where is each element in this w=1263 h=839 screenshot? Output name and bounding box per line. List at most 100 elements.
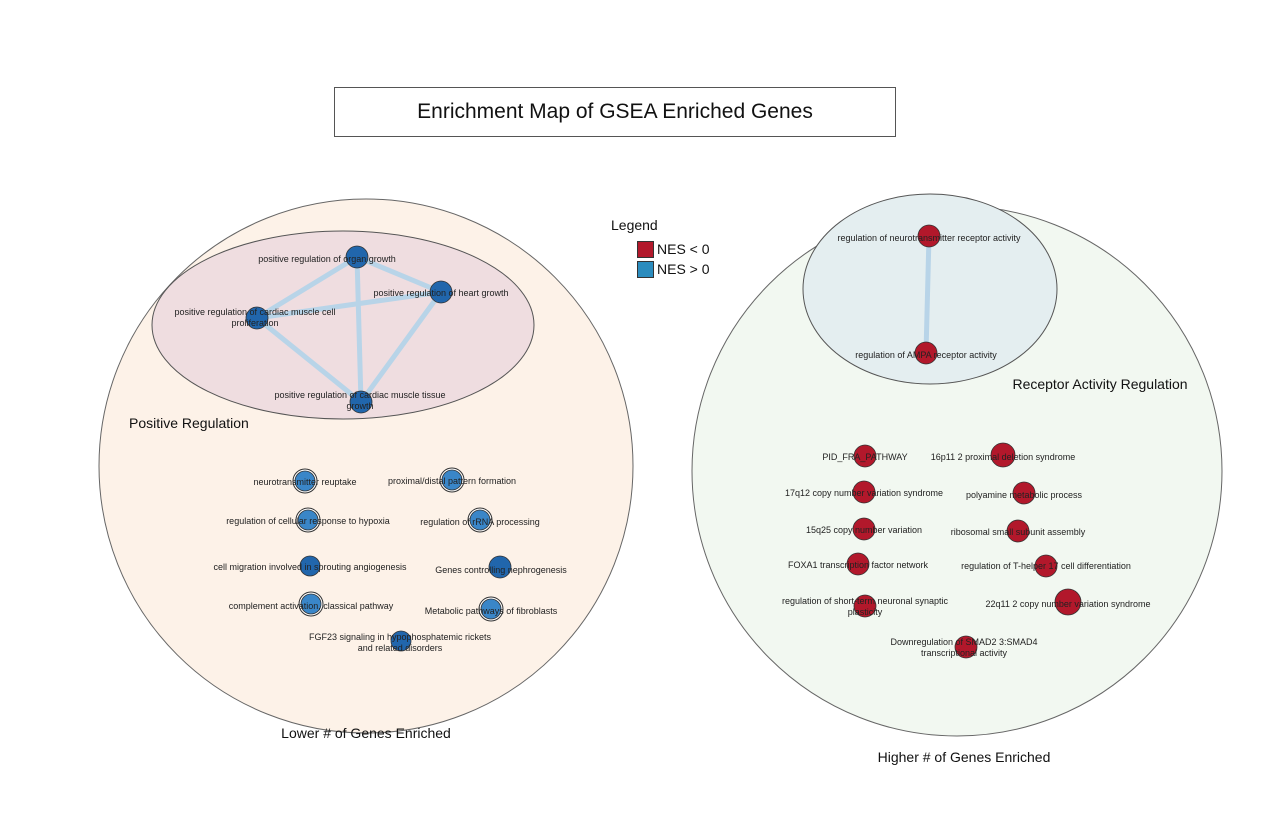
node-label-line: cell migration involved in sprouting ang…: [213, 562, 407, 572]
node-label-fibroblasts: Metabolic pathways of fibroblasts: [425, 606, 558, 616]
node-nt_reuptake[interactable]: [294, 470, 316, 492]
legend: Legend NES < 0 NES > 0: [611, 217, 710, 279]
node-fibroblasts[interactable]: [480, 598, 502, 620]
node-fgf23[interactable]: [390, 630, 412, 652]
node-label-angiogenesis: cell migration involved in sprouting ang…: [213, 562, 407, 572]
node-label-line: proliferation: [231, 318, 278, 328]
node-complement[interactable]: [300, 593, 322, 615]
node-label-line: regulation of T-helper 17 cell different…: [961, 561, 1131, 571]
node-cardiac_prolif[interactable]: [245, 306, 269, 330]
node-label-prox_distal: proximal/distal pattern formation: [388, 476, 516, 486]
node-label-line: transcriptional activity: [921, 648, 1008, 658]
node-label-line: PID_FRA_PATHWAY: [822, 452, 907, 462]
node-label-line: growth: [346, 401, 373, 411]
node-label-22q11: 22q11 2 copy number variation syndrome: [986, 599, 1151, 609]
edges-layer: [254, 233, 932, 405]
node-16p11[interactable]: [990, 442, 1016, 468]
groups-layer: [98, 193, 1223, 737]
node-label-line: positive regulation of organ growth: [258, 254, 396, 264]
node-label-complement: complement activation, classical pathway: [229, 601, 394, 611]
node-label-line: Metabolic pathways of fibroblasts: [425, 606, 558, 616]
node-label-hypoxia: regulation of cellular response to hypox…: [226, 516, 390, 526]
edge-cardiac_prolif-cardiac_tissue: [254, 315, 364, 405]
receptor-activity-label: Receptor Activity Regulation: [1012, 376, 1187, 392]
node-15q25[interactable]: [852, 517, 876, 541]
node-ampa[interactable]: [914, 341, 938, 365]
edge-organ_growth-cardiac_prolif: [254, 254, 360, 321]
node-label-cardiac_tissue: positive regulation of cardiac muscle ti…: [274, 390, 445, 411]
node-label-ribosomal: ribosomal small subunit assembly: [951, 527, 1086, 537]
node-label-organ_growth: positive regulation of organ growth: [258, 254, 396, 264]
node-22q11[interactable]: [1054, 588, 1082, 616]
node-foxa1[interactable]: [846, 552, 870, 576]
node-label-foxa1: FOXA1 transcription factor network: [788, 560, 929, 570]
node-label-line: positive regulation of heart growth: [373, 288, 508, 298]
node-label-polyamine: polyamine metabolic process: [966, 490, 1083, 500]
node-label-line: Genes controlling nephrogenesis: [435, 565, 567, 575]
nodes-layer: [245, 224, 1082, 659]
edge-organ_growth-cardiac_tissue: [354, 254, 364, 405]
legend-swatch-neg: [637, 240, 654, 258]
edge-heart_growth-cardiac_prolif: [254, 289, 444, 321]
legend-label-neg: NES < 0: [657, 241, 710, 257]
edge-heart_growth-cardiac_tissue: [358, 289, 444, 405]
node-nt_receptor[interactable]: [917, 224, 941, 248]
node-label-line: ribosomal small subunit assembly: [951, 527, 1086, 537]
node-label-15q25: 15q25 copy number variation: [806, 525, 922, 535]
node-label-short_term: regulation of short-term neuronal synapt…: [782, 596, 949, 617]
node-th17[interactable]: [1034, 554, 1058, 578]
node-label-heart_growth: positive regulation of heart growth: [373, 288, 508, 298]
node-label-line: regulation of rRNA processing: [420, 517, 540, 527]
chart-title: Enrichment Map of GSEA Enriched Genes: [334, 87, 896, 137]
node-short_term[interactable]: [853, 594, 877, 618]
node-label-16p11: 16p11 2 proximal deletion syndrome: [931, 452, 1075, 462]
node-smad[interactable]: [954, 635, 978, 659]
node-label-ampa: regulation of AMPA receptor activity: [855, 350, 997, 360]
node-angiogenesis[interactable]: [299, 555, 321, 577]
node-label-line: proximal/distal pattern formation: [388, 476, 516, 486]
node-label-line: FGF23 signaling in hypophosphatemic rick…: [309, 632, 492, 642]
node-label-fgf23: FGF23 signaling in hypophosphatemic rick…: [309, 632, 492, 653]
node-label-17q12: 17q12 copy number variation syndrome: [785, 488, 943, 498]
node-prox_distal[interactable]: [441, 469, 463, 491]
node-label-cardiac_prolif: positive regulation of cardiac muscle ce…: [174, 307, 335, 328]
node-label-line: 22q11 2 copy number variation syndrome: [986, 599, 1151, 609]
node-label-line: neurotransmitter reuptake: [253, 477, 356, 487]
node-pid_fra[interactable]: [853, 444, 877, 468]
node-rrna[interactable]: [469, 509, 491, 531]
node-heart_growth[interactable]: [429, 280, 453, 304]
node-label-nt_receptor: regulation of neurotransmitter receptor …: [837, 233, 1021, 243]
node-label-line: positive regulation of cardiac muscle ce…: [174, 307, 335, 317]
node-label-line: 17q12 copy number variation syndrome: [785, 488, 943, 498]
node-nephrogenesis[interactable]: [488, 555, 512, 579]
node-label-line: regulation of AMPA receptor activity: [855, 350, 997, 360]
node-label-line: regulation of neurotransmitter receptor …: [837, 233, 1021, 243]
node-label-th17: regulation of T-helper 17 cell different…: [961, 561, 1131, 571]
node-cardiac_tissue[interactable]: [349, 390, 373, 414]
node-label-pid_fra: PID_FRA_PATHWAY: [822, 452, 907, 462]
node-label-nephrogenesis: Genes controlling nephrogenesis: [435, 565, 567, 575]
node-label-rrna: regulation of rRNA processing: [420, 517, 540, 527]
node-label-line: regulation of cellular response to hypox…: [226, 516, 390, 526]
node-label-line: plasticity: [848, 607, 883, 617]
node-organ_growth[interactable]: [345, 245, 369, 269]
node-label-line: positive regulation of cardiac muscle ti…: [274, 390, 445, 400]
positive-regulation-label: Positive Regulation: [129, 415, 249, 431]
node-label-line: polyamine metabolic process: [966, 490, 1083, 500]
node-label-line: FOXA1 transcription factor network: [788, 560, 929, 570]
node-ribosomal[interactable]: [1006, 519, 1030, 543]
legend-title: Legend: [611, 217, 658, 233]
node-label-line: 16p11 2 proximal deletion syndrome: [931, 452, 1075, 462]
legend-item-neg: NES < 0: [637, 239, 710, 259]
node-label-line: Downregulation of SMAD2 3:SMAD4: [890, 637, 1037, 647]
left-group-caption: Lower # of Genes Enriched: [281, 725, 451, 741]
node-hypoxia[interactable]: [297, 509, 319, 531]
node-label-line: 15q25 copy number variation: [806, 525, 922, 535]
legend-item-pos: NES > 0: [637, 259, 710, 279]
node-label-nt_reuptake: neurotransmitter reuptake: [253, 477, 356, 487]
node-polyamine[interactable]: [1012, 481, 1036, 505]
node-17q12[interactable]: [852, 480, 876, 504]
node-label-line: regulation of short-term neuronal synapt…: [782, 596, 949, 606]
